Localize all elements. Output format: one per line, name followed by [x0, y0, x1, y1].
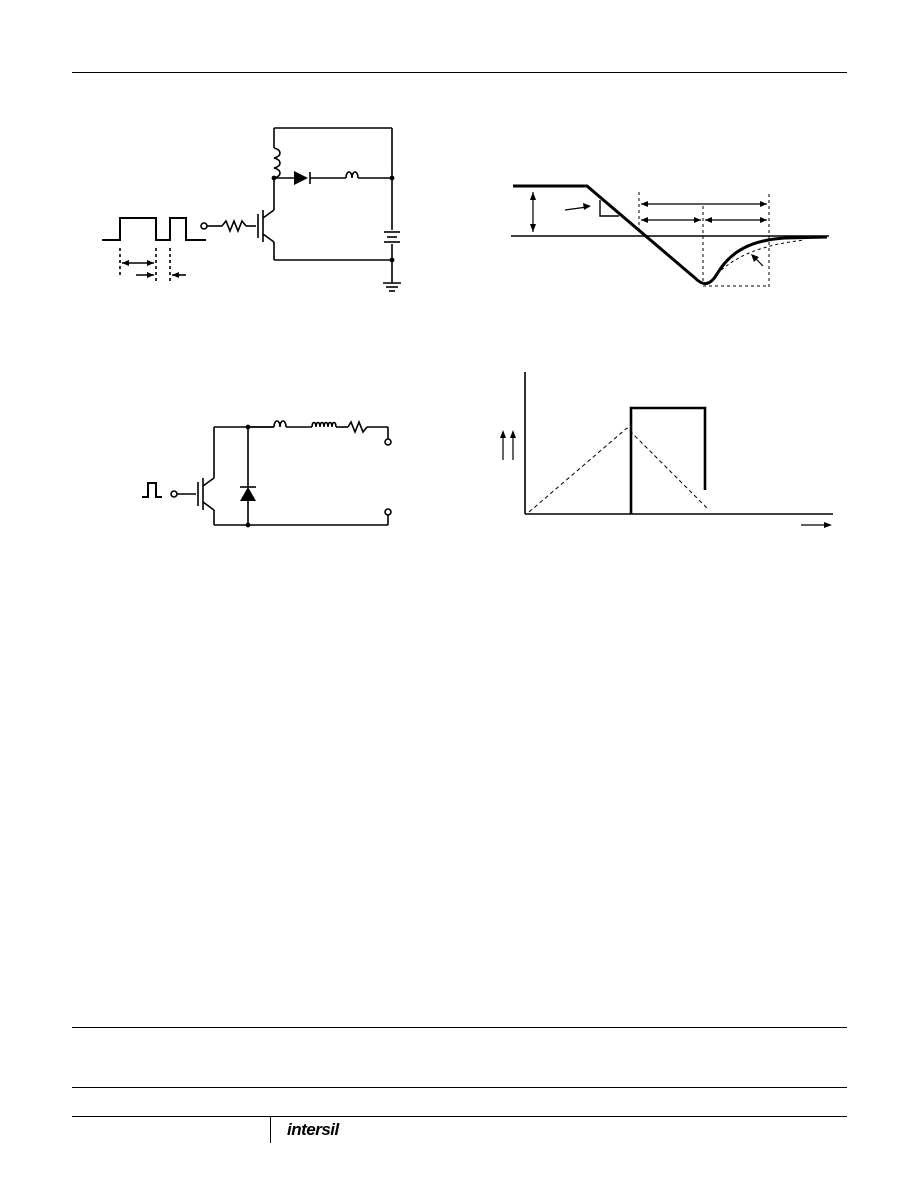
footer-rule-middle [72, 1087, 847, 1088]
header-rule [72, 72, 847, 73]
reverse-recovery-waveform-svg [511, 184, 829, 288]
switching-waveform-plot [495, 368, 840, 538]
switching-test-circuit-svg [102, 127, 401, 292]
footer-separator [270, 1117, 271, 1143]
chopper-circuit [136, 415, 406, 545]
footer-rule-top [72, 1027, 847, 1028]
switching-test-circuit [96, 118, 416, 298]
intersil-logo: intersil [287, 1120, 339, 1139]
switching-waveform-plot-svg [500, 372, 833, 528]
chopper-circuit-svg [142, 419, 392, 528]
footer-rule-bottom [72, 1116, 847, 1117]
reverse-recovery-waveform [505, 170, 835, 300]
